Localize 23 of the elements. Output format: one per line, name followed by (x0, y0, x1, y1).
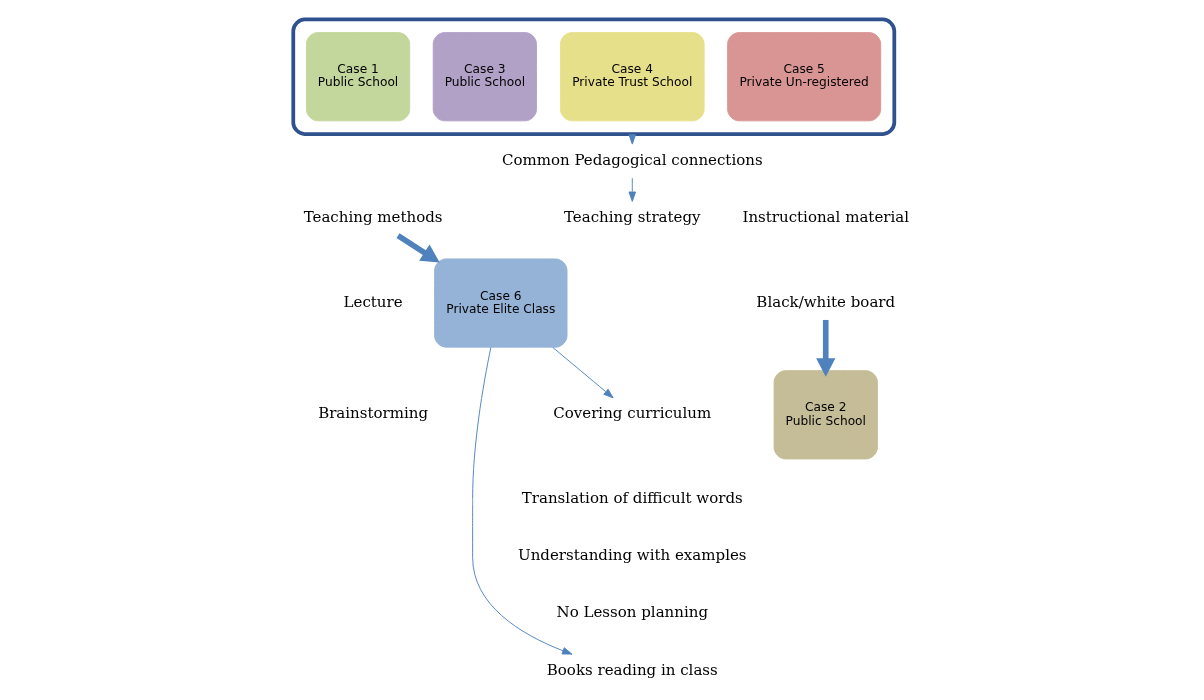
node-text: No Lesson planning (556, 603, 709, 622)
node-text: Lecture (343, 292, 403, 311)
arrow (552, 346, 614, 399)
node-box: Case 5 Private Un-registered (727, 32, 882, 122)
node-text: Black/white board (756, 292, 896, 311)
arrow (628, 177, 637, 202)
node-text: Instructional material (742, 208, 910, 227)
node-box: Case 1 Public School (305, 32, 411, 122)
arrow (396, 233, 440, 263)
node-text: Brainstorming (318, 404, 429, 423)
node-text: Translation of difficult words (521, 488, 743, 507)
node-text: Teaching methods (303, 208, 443, 227)
node-text: Books reading in class (546, 660, 718, 679)
node-box: Case 6 Private Elite Class (434, 258, 568, 348)
node-box: Case 3 Public School (432, 32, 537, 122)
node-text: Covering curriculum (553, 404, 712, 423)
node-box: Case 4 Private Trust School (559, 32, 705, 122)
arrow (472, 346, 573, 655)
arrow (816, 319, 836, 377)
node-text: Understanding with examples (518, 546, 747, 565)
node-text: Teaching strategy (564, 208, 701, 227)
node-box: Case 2 Public School (773, 370, 878, 460)
node-text: Common Pedagogical connections (501, 150, 763, 169)
